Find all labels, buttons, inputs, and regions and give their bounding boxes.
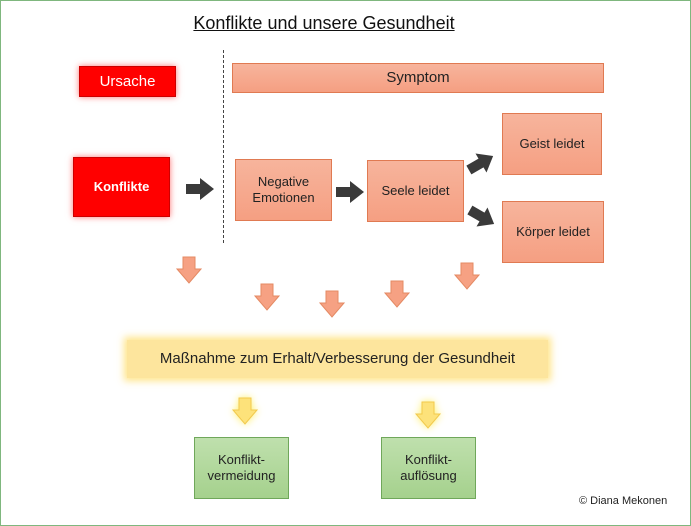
arrow-down-icon <box>175 256 203 284</box>
copyright-notice: © Diana Mekonen <box>579 495 668 507</box>
arrow-down-icon <box>383 280 411 308</box>
konflikt-vermeidung-box: Konflikt- vermeidung <box>194 437 289 499</box>
arrow-down-icon <box>414 401 442 429</box>
arrow-down-right-icon <box>467 205 495 227</box>
symptom-label: Symptom <box>232 63 604 93</box>
arrow-down-icon <box>253 283 281 311</box>
arrow-right-icon <box>186 178 214 200</box>
arrow-down-icon <box>231 397 259 425</box>
seele-leidet-box: Seele leidet <box>367 160 464 222</box>
diagram-title: Konflikte und unsere Gesundheit <box>193 13 455 33</box>
arrow-up-right-icon <box>466 153 494 175</box>
konflikt-aufloesung-box: Konflikt- auflösung <box>381 437 476 499</box>
cause-symptom-divider <box>223 50 224 243</box>
geist-leidet-box: Geist leidet <box>502 113 602 175</box>
arrow-down-icon <box>453 262 481 290</box>
ursache-label: Ursache <box>79 66 176 97</box>
arrow-right-icon <box>336 181 364 203</box>
negative-emotionen-box: Negative Emotionen <box>235 159 332 221</box>
arrow-down-icon <box>318 290 346 318</box>
konflikte-box: Konflikte <box>73 157 170 217</box>
koerper-leidet-box: Körper leidet <box>502 201 604 263</box>
massnahme-box: Maßnahme zum Erhalt/Verbesserung der Ges… <box>127 340 548 378</box>
